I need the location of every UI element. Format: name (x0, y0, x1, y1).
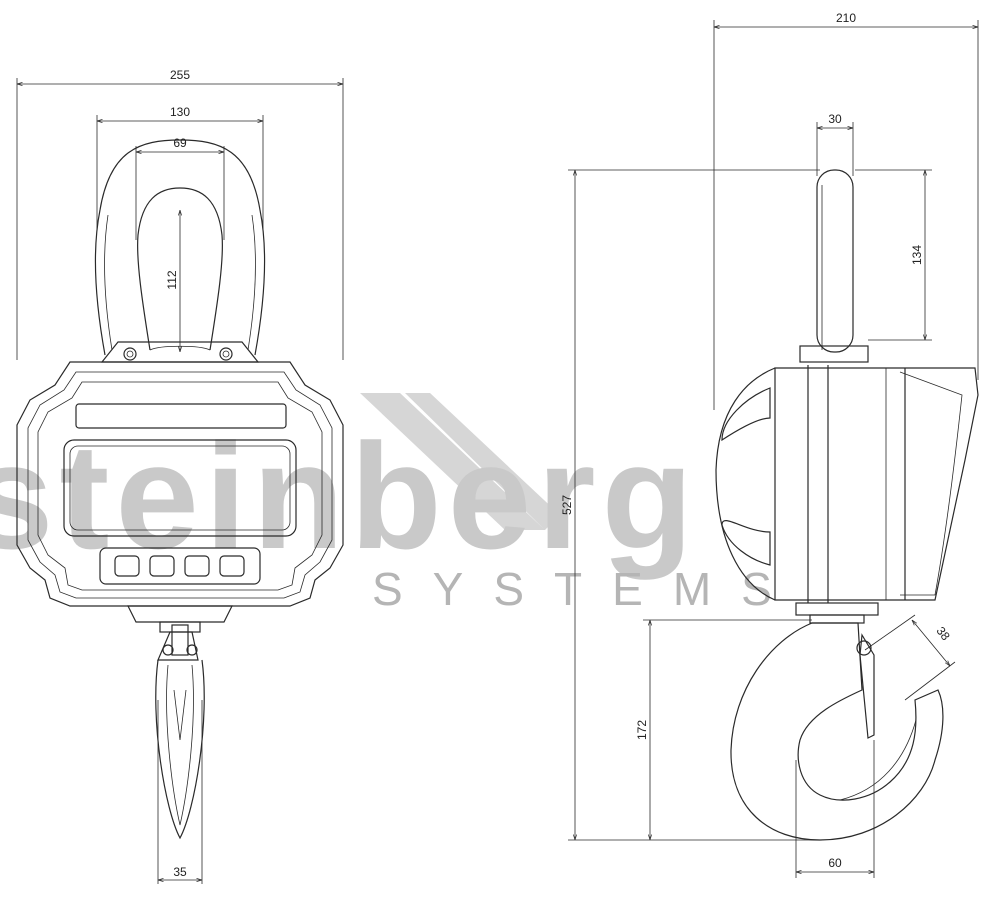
dim-shackle-inner-height: 112 (165, 270, 179, 289)
dim-overall-width: 255 (170, 68, 190, 82)
dim-hook-throat: 38 (934, 624, 953, 643)
dim-shackle-inner-width: 69 (173, 136, 187, 150)
front-dimensions: 255 130 69 112 35 (16, 68, 344, 884)
dim-total-height: 527 (560, 495, 574, 515)
side-view (715, 169, 979, 841)
side-dimensions: 210 30 134 527 172 38 60 (560, 11, 979, 878)
dim-hook-opening: 60 (828, 856, 842, 870)
front-view (16, 139, 344, 840)
watermark-chevron (360, 393, 560, 530)
watermark-subtitle: SYSTEMS (372, 563, 802, 615)
dim-shackle-outer-width: 130 (170, 105, 190, 119)
watermark: steinberg SYSTEMS (0, 393, 802, 615)
dim-hook-height: 172 (635, 720, 649, 740)
watermark-brand: steinberg (0, 412, 699, 580)
dim-overall-depth: 210 (836, 11, 856, 25)
dim-rod-diameter: 30 (828, 112, 842, 126)
dim-hook-width: 35 (173, 865, 187, 879)
dim-rod-length: 134 (910, 245, 924, 265)
